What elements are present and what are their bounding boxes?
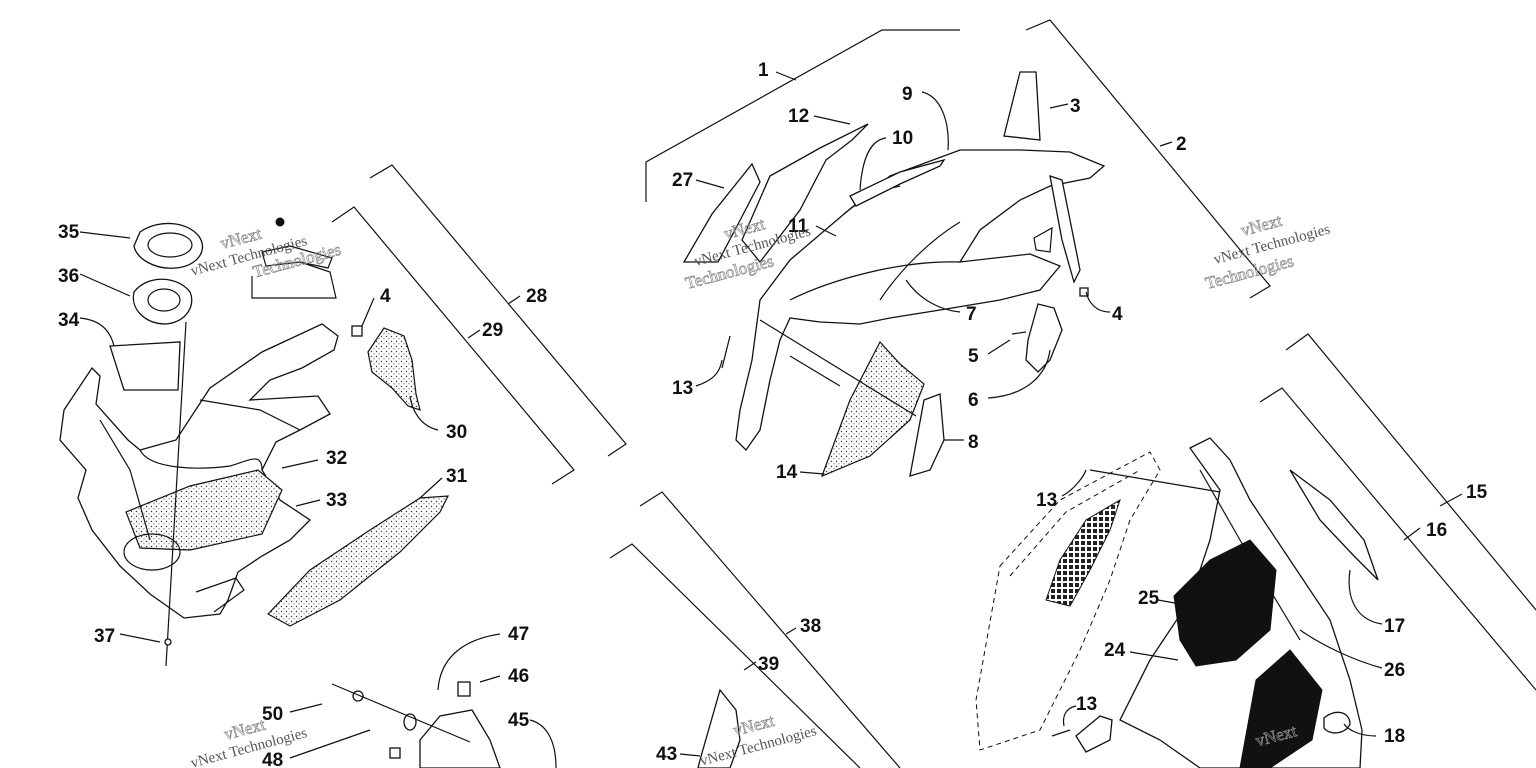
side-vent-panel-30 (367, 327, 421, 411)
cowl-mesh-insert (125, 469, 283, 551)
callout-50: 50 (262, 704, 283, 725)
callout-11: 11 (788, 216, 809, 237)
callout-29: 29 (482, 320, 503, 341)
callout-13b: 13 (1036, 490, 1057, 511)
callout-36: 36 (58, 266, 79, 287)
mount-bracket-6 (1025, 303, 1063, 373)
side-vent-panel-31 (267, 495, 450, 627)
gauge-lens (109, 341, 181, 391)
callout-16: 16 (1426, 520, 1447, 541)
callout-9: 9 (902, 84, 913, 105)
callout-27: 27 (672, 170, 693, 191)
vent-panel-8 (909, 393, 945, 477)
callout-4b: 4 (380, 286, 391, 307)
callout-14: 14 (776, 462, 798, 483)
callout-25: 25 (1138, 588, 1160, 609)
upper-hood (735, 149, 1106, 452)
callout-24: 24 (1104, 640, 1126, 661)
callout-35: 35 (58, 222, 80, 243)
callout-13: 13 (672, 378, 693, 399)
lower-center-parts (697, 688, 741, 768)
gauge-gasket (132, 278, 193, 325)
callout-46: 46 (508, 666, 529, 687)
callout-38: 38 (800, 616, 821, 637)
left-cowl-assembly (59, 217, 450, 667)
callout-39: 39 (758, 654, 779, 675)
grille-outline (975, 451, 1161, 751)
windshield (1003, 71, 1041, 141)
front-cowl (59, 323, 339, 619)
callout-31: 31 (446, 466, 468, 487)
callout-43: 43 (656, 744, 677, 765)
callout-7: 7 (966, 304, 977, 325)
callout-17: 17 (1384, 616, 1405, 637)
callout-8: 8 (968, 432, 979, 453)
callout-26: 26 (1384, 660, 1405, 681)
callout-labels: 1 2 3 4 4 5 6 7 8 9 10 11 12 13 13 13 14… (58, 60, 1488, 768)
trim-strip-27 (682, 162, 761, 263)
callout-37: 37 (94, 626, 115, 647)
callout-34: 34 (58, 310, 80, 331)
callout-2: 2 (1176, 134, 1187, 155)
callout-4: 4 (1112, 304, 1123, 325)
callout-47: 47 (508, 624, 529, 645)
upper-hood-assembly (682, 71, 1106, 478)
callout-3: 3 (1070, 96, 1081, 117)
callout-48: 48 (262, 750, 283, 768)
vent-panel-14 (820, 340, 925, 478)
trim-strip-12 (741, 123, 869, 264)
callout-12: 12 (788, 106, 809, 127)
callout-33: 33 (326, 490, 347, 511)
side-panel-assembly (975, 437, 1379, 768)
callout-13c: 13 (1076, 694, 1097, 715)
callout-1: 1 (758, 60, 769, 81)
callout-32: 32 (326, 448, 347, 469)
callout-28: 28 (526, 286, 547, 307)
callout-30: 30 (446, 422, 467, 443)
callout-5: 5 (968, 346, 979, 367)
windshield-17 (1289, 469, 1379, 581)
callout-10: 10 (892, 128, 913, 149)
callout-15: 15 (1466, 482, 1488, 503)
lower-left-parts (331, 681, 501, 768)
callout-18: 18 (1384, 726, 1405, 747)
callout-45: 45 (508, 710, 530, 731)
leader-lines (79, 71, 1463, 768)
clip-fastener (351, 325, 363, 337)
gauge-bezel-ring (133, 222, 204, 269)
callout-6: 6 (968, 390, 979, 411)
assembly-brackets (331, 19, 1536, 768)
